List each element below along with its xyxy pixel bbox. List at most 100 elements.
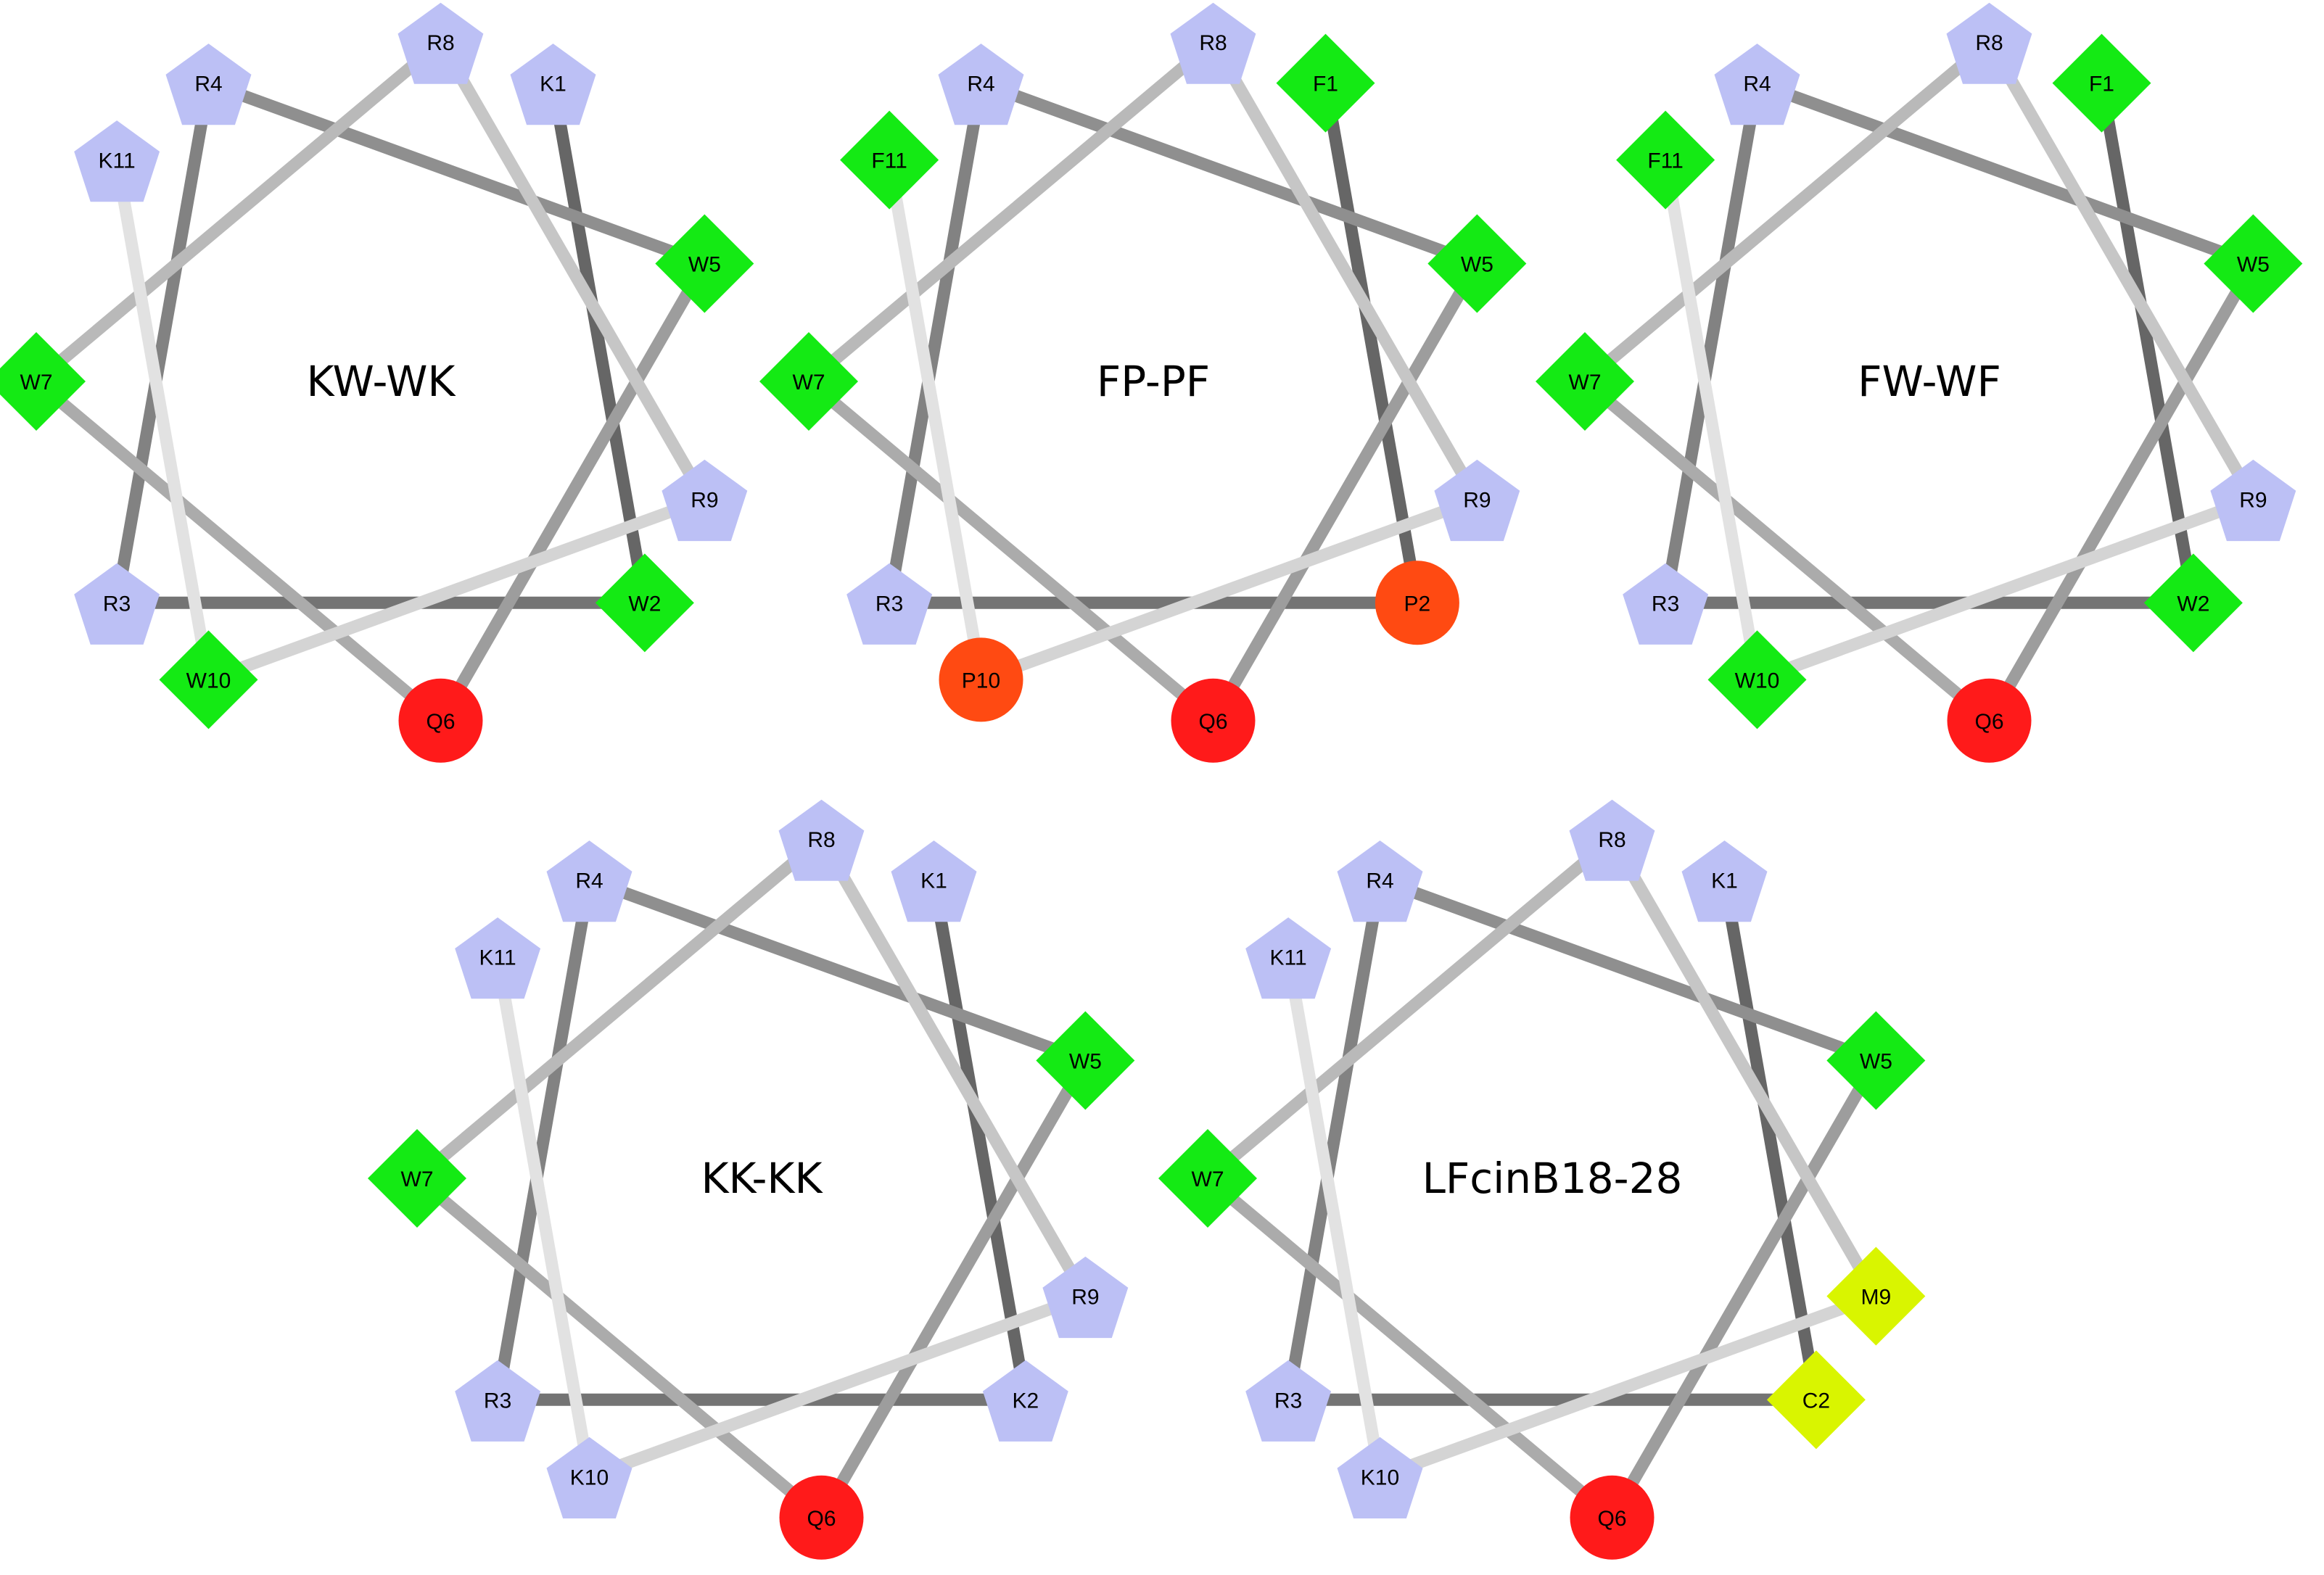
residue-circle-marker: [1171, 678, 1256, 763]
residue-r8: R8: [397, 2, 484, 84]
residue-r8: R8: [778, 799, 865, 881]
residue-pentagon-marker: [891, 840, 977, 922]
residue-w7: W7: [368, 1129, 466, 1228]
residue-circle-marker: [779, 1475, 864, 1560]
residue-m9: M9: [1826, 1247, 1926, 1346]
residue-label: W7: [1569, 371, 1602, 394]
wheel-connection-line: [883, 82, 987, 604]
residue-k11: K11: [455, 917, 541, 999]
residue-pentagon-marker: [455, 917, 541, 999]
residue-w5: W5: [655, 214, 754, 313]
residue-f1: F1: [1276, 33, 1375, 133]
residue-f1: F1: [2052, 33, 2151, 133]
residue-r3: R3: [1623, 563, 1709, 645]
residue-r8: R8: [1170, 2, 1256, 84]
residue-label: Q6: [426, 710, 455, 734]
residue-circle-marker: [1947, 678, 2032, 763]
residue-label: W5: [2237, 253, 2270, 277]
residue-pentagon-marker: [546, 1436, 632, 1518]
residue-pentagon-marker: [397, 2, 484, 84]
wheel-connection-line: [1607, 1057, 1882, 1521]
wheel-connection-line: [1755, 77, 2256, 270]
residue-label: W7: [793, 371, 825, 394]
residue-w10: W10: [159, 630, 258, 729]
residue-label: R4: [575, 869, 603, 893]
wheel-connection-line: [1581, 37, 1993, 386]
wheel-connection-line: [547, 82, 651, 604]
residue-r9: R9: [1434, 459, 1520, 542]
residue-pentagon-marker: [546, 840, 632, 922]
wheel-connections: [32, 37, 710, 726]
residue-label: K11: [99, 149, 136, 173]
wheel-connections: [804, 37, 1483, 726]
residue-f11: F11: [1616, 110, 1715, 210]
residue-r9: R9: [662, 459, 748, 542]
residue-diamond-marker: [2143, 553, 2243, 653]
residue-label: K10: [570, 1466, 609, 1489]
residue-pentagon-marker: [1946, 2, 2032, 84]
residue-w2: W2: [595, 553, 694, 653]
residue-label: W5: [1069, 1050, 1102, 1074]
residue-label: R3: [1274, 1389, 1302, 1413]
residue-diamond-marker: [2204, 214, 2303, 313]
wheel-connection-line: [1659, 82, 1763, 604]
residue-pentagon-marker: [662, 459, 748, 542]
wheel-connection-line: [1581, 376, 1993, 726]
residue-label: R4: [1366, 869, 1393, 893]
residue-label: W7: [1192, 1167, 1224, 1191]
residue-r8: R8: [1569, 799, 1655, 881]
wheel-connection-line: [206, 77, 707, 270]
residue-q6: Q6: [779, 1475, 864, 1560]
residue-p2: P2: [1375, 561, 1459, 645]
residue-diamond-marker: [840, 110, 939, 210]
residue-label: Q6: [1974, 710, 2003, 734]
residue-r4: R4: [1714, 44, 1800, 125]
residue-w5: W5: [1036, 1011, 1135, 1110]
residue-label: M9: [1861, 1286, 1892, 1310]
residue-diamond-marker: [759, 332, 858, 431]
residue-diamond-marker: [0, 332, 86, 431]
wheel-connection-line: [1659, 159, 1763, 681]
residue-label: K1: [540, 73, 566, 96]
wheel-connection-line: [1755, 493, 2256, 686]
residue-pentagon-marker: [74, 120, 160, 202]
residue-r3: R3: [846, 563, 933, 645]
wheel-title: KK-KK: [701, 1154, 824, 1203]
residue-label: R3: [875, 592, 903, 616]
wheel-connections: [413, 834, 1091, 1523]
residue-pentagon-marker: [1434, 459, 1520, 542]
residue-pentagon-marker: [165, 44, 252, 125]
wheel-connections: [1203, 834, 1882, 1523]
residue-k11: K11: [1245, 917, 1332, 999]
residue-pentagon-marker: [1245, 917, 1332, 999]
wheel-connection-line: [1984, 38, 2259, 503]
residue-w5: W5: [2204, 214, 2303, 313]
residue-diamond-marker: [159, 630, 258, 729]
residue-label: R4: [194, 73, 222, 96]
residue-k11: K11: [74, 120, 160, 202]
residue-diamond-marker: [1707, 630, 1807, 729]
residue-label: W10: [186, 669, 231, 693]
residue-c2: C2: [1766, 1350, 1866, 1450]
residue-r3: R3: [74, 563, 160, 645]
wheel-connection-line: [1377, 1290, 1879, 1483]
residue-label: W7: [401, 1167, 434, 1191]
residue-label: R9: [1463, 489, 1491, 513]
wheel-connection-line: [587, 1290, 1088, 1483]
wheel-title: LFcinB18-28: [1422, 1154, 1683, 1203]
residue-f11: F11: [840, 110, 939, 210]
residue-diamond-marker: [595, 553, 694, 653]
residue-r9: R9: [2210, 459, 2296, 542]
wheel-connection-line: [32, 37, 445, 386]
wheel-connection-line: [491, 956, 596, 1478]
residue-diamond-marker: [2052, 33, 2151, 133]
residue-label: K1: [920, 869, 947, 893]
residue-label: W2: [2177, 592, 2209, 616]
